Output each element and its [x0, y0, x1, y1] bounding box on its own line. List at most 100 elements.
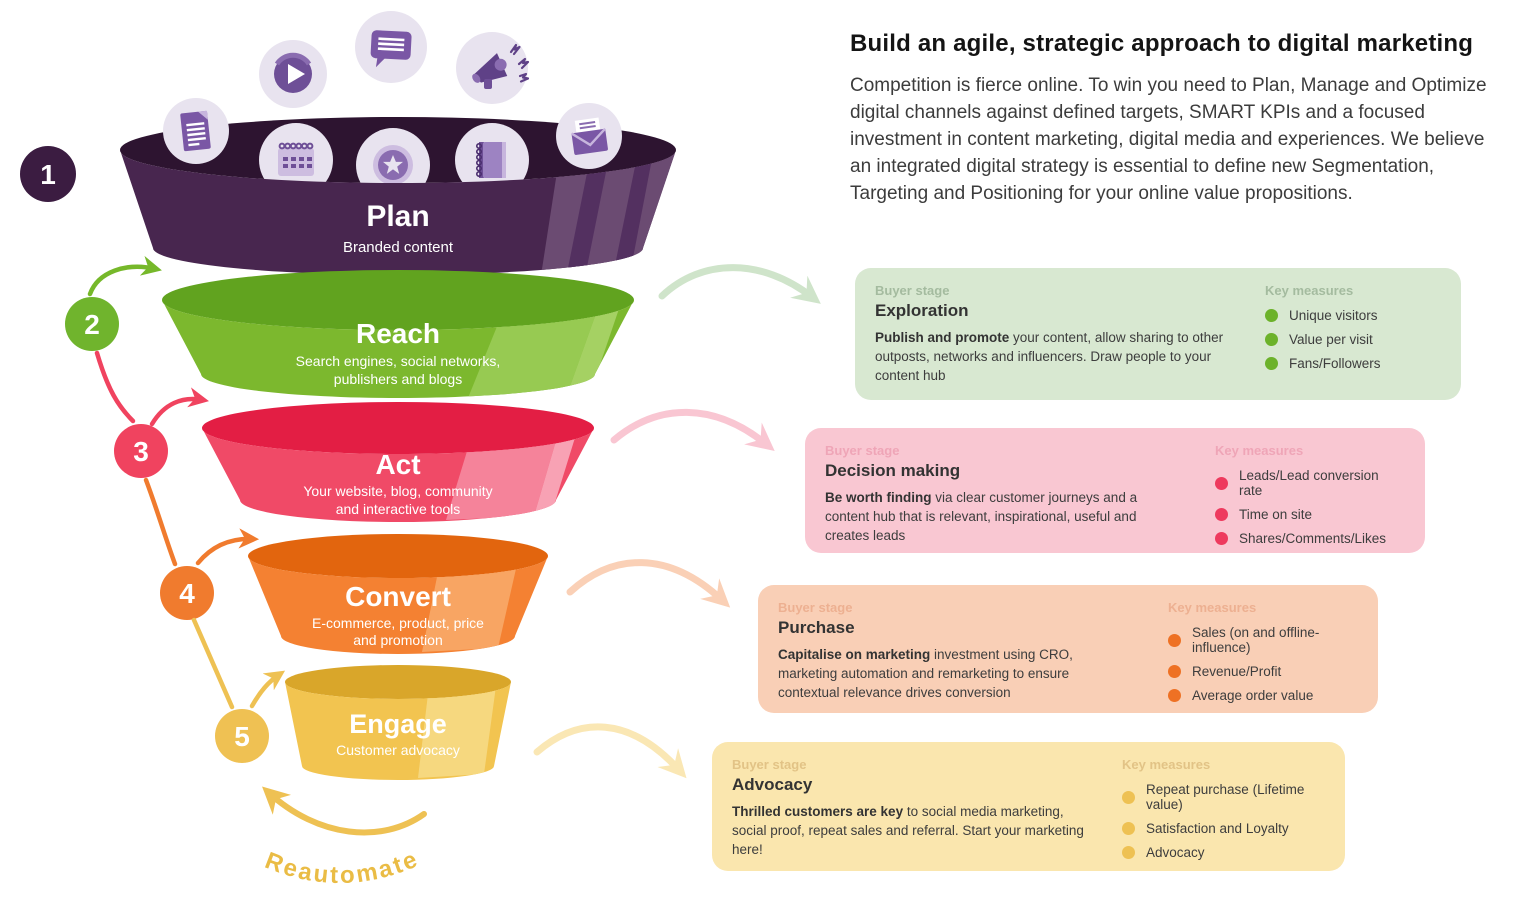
notebook-icon [455, 123, 529, 197]
key-measures-list: Leads/Lead conversion rate Time on site … [1215, 468, 1405, 546]
stage-description: Publish and promote your content, allow … [875, 330, 1224, 383]
bullet-dot-icon [1215, 508, 1228, 521]
bullet-dot-icon [1122, 822, 1135, 835]
svg-text:publishers and blogs: publishers and blogs [334, 371, 462, 387]
buyer-stage-card-advocacy: Buyer stage Advocacy Thrilled customers … [712, 742, 1345, 871]
key-measures-list: Unique visitors Value per visit Fans/Fol… [1265, 308, 1441, 371]
arrow-to-convert [195, 528, 260, 566]
arrow-to-engage [249, 670, 286, 709]
arrow-convert-card [566, 559, 731, 608]
bullet-dot-icon [1215, 532, 1228, 545]
svg-text:Plan: Plan [366, 200, 429, 233]
svg-text:Branded content: Branded content [343, 239, 454, 256]
funnel-stage-engage: Engage Customer advocacy [285, 665, 511, 780]
bullet-dot-icon [1168, 633, 1181, 647]
stage-description: Thrilled customers are key to social med… [732, 804, 1084, 857]
svg-text:Customer advocacy: Customer advocacy [336, 742, 460, 758]
svg-text:Search engines, social network: Search engines, social networks, [296, 353, 501, 369]
connector-2-3 [94, 350, 136, 424]
buyer-stage-card-exploration: Buyer stage Exploration Publish and prom… [855, 268, 1461, 400]
svg-text:Reach: Reach [356, 318, 440, 349]
connector-4-5 [191, 617, 235, 710]
svg-text:5: 5 [234, 721, 250, 752]
document-icon [163, 98, 229, 164]
key-measures-list: Repeat purchase (Lifetime value) Satisfa… [1122, 782, 1325, 860]
funnel-stage-convert: Convert E-commerce, product, price and p… [248, 534, 548, 654]
buyer-stage-label: Buyer stage [778, 600, 853, 615]
arrow-engage-card [533, 723, 687, 779]
measure-item: Unique visitors [1265, 308, 1441, 323]
bullet-dot-icon [1122, 846, 1135, 859]
measure-item: Fans/Followers [1265, 356, 1441, 371]
svg-text:and interactive tools: and interactive tools [336, 501, 461, 517]
bullet-dot-icon [1265, 309, 1278, 322]
measure-item: Repeat purchase (Lifetime value) [1122, 782, 1325, 812]
svg-text:3: 3 [133, 436, 149, 467]
bullet-dot-icon [1168, 665, 1181, 678]
svg-text:1: 1 [40, 159, 56, 190]
bullet-dot-icon [1168, 689, 1181, 702]
measure-item: Value per visit [1265, 332, 1441, 347]
buyer-stage-label: Buyer stage [732, 757, 807, 772]
arrow-reach-card [658, 264, 821, 304]
arrow-to-act [149, 387, 209, 427]
svg-text:2: 2 [84, 309, 100, 340]
connector-3-4 [143, 477, 178, 567]
stage-to-card-arrows [533, 264, 821, 779]
megaphone-icon [456, 32, 530, 104]
key-measures-label: Key measures [1122, 757, 1211, 772]
stage-description: Capitalise on marketing investment using… [778, 647, 1073, 700]
step-circle-2: 2 [65, 297, 119, 351]
step-circle-5: 5 [215, 709, 269, 763]
buyer-stage-card-decision-making: Buyer stage Decision making Be worth fin… [805, 428, 1425, 553]
buyer-stage-card-purchase: Buyer stage Purchase Capitalise on marke… [758, 585, 1378, 713]
step-chain-arrows [87, 255, 427, 836]
bullet-dot-icon [1122, 790, 1135, 804]
intro-paragraph: Competition is fierce online. To win you… [850, 75, 1487, 204]
step-circle-4: 4 [160, 566, 214, 620]
funnel-stage-reach: Reach Search engines, social networks, p… [162, 270, 634, 398]
chat-bubble-icon [355, 11, 427, 83]
reautomate-label: Reautomate [261, 845, 423, 889]
svg-text:Your website, blog, community: Your website, blog, community [303, 483, 492, 499]
step-circle-1: 1 [20, 146, 76, 202]
calendar-icon [259, 123, 333, 197]
envelope-icon [556, 103, 622, 169]
header: Build an agile, strategic approach to di… [850, 30, 1510, 207]
arrow-to-reach [87, 255, 162, 297]
measure-item: Shares/Comments/Likes [1215, 531, 1405, 546]
buyer-stage-name: Advocacy [732, 775, 813, 794]
measure-item: Sales (on and offline-influence) [1168, 625, 1358, 655]
buyer-stage-name: Exploration [875, 301, 969, 320]
svg-text:Act: Act [375, 449, 420, 480]
buyer-stage-name: Purchase [778, 618, 855, 637]
measure-item: Revenue/Profit [1168, 664, 1358, 679]
key-measures-list: Sales (on and offline-influence) Revenue… [1168, 625, 1358, 703]
arrow-act-card [610, 408, 775, 452]
svg-text:Convert: Convert [345, 581, 451, 612]
funnel-stage-act: Act Your website, blog, community and in… [202, 402, 594, 522]
measure-item: Average order value [1168, 688, 1358, 703]
svg-text:and promotion: and promotion [353, 632, 443, 648]
key-measures-label: Key measures [1215, 443, 1304, 458]
race-funnel-graphic: Plan Branded content [20, 11, 821, 889]
measure-item: Time on site [1215, 507, 1405, 522]
measure-item: Satisfaction and Loyalty [1122, 821, 1325, 836]
measure-item: Advocacy [1122, 845, 1325, 860]
measure-item: Leads/Lead conversion rate [1215, 468, 1405, 498]
svg-text:4: 4 [179, 578, 195, 609]
play-icon [259, 40, 327, 108]
buyer-stage-name: Decision making [825, 461, 961, 480]
stage-description: Be worth finding via clear customer jour… [825, 490, 1138, 543]
key-measures-label: Key measures [1265, 283, 1354, 298]
step-circle-3: 3 [114, 424, 168, 478]
reautomate-arrow [262, 786, 427, 836]
buyer-stage-label: Buyer stage [825, 443, 900, 458]
svg-text:E-commerce, product, price: E-commerce, product, price [312, 615, 484, 631]
buyer-stage-label: Buyer stage [875, 283, 950, 298]
svg-text:Engage: Engage [349, 709, 447, 739]
bullet-dot-icon [1215, 476, 1228, 490]
page-title: Build an agile, strategic approach to di… [850, 30, 1474, 57]
bullet-dot-icon [1265, 333, 1278, 346]
